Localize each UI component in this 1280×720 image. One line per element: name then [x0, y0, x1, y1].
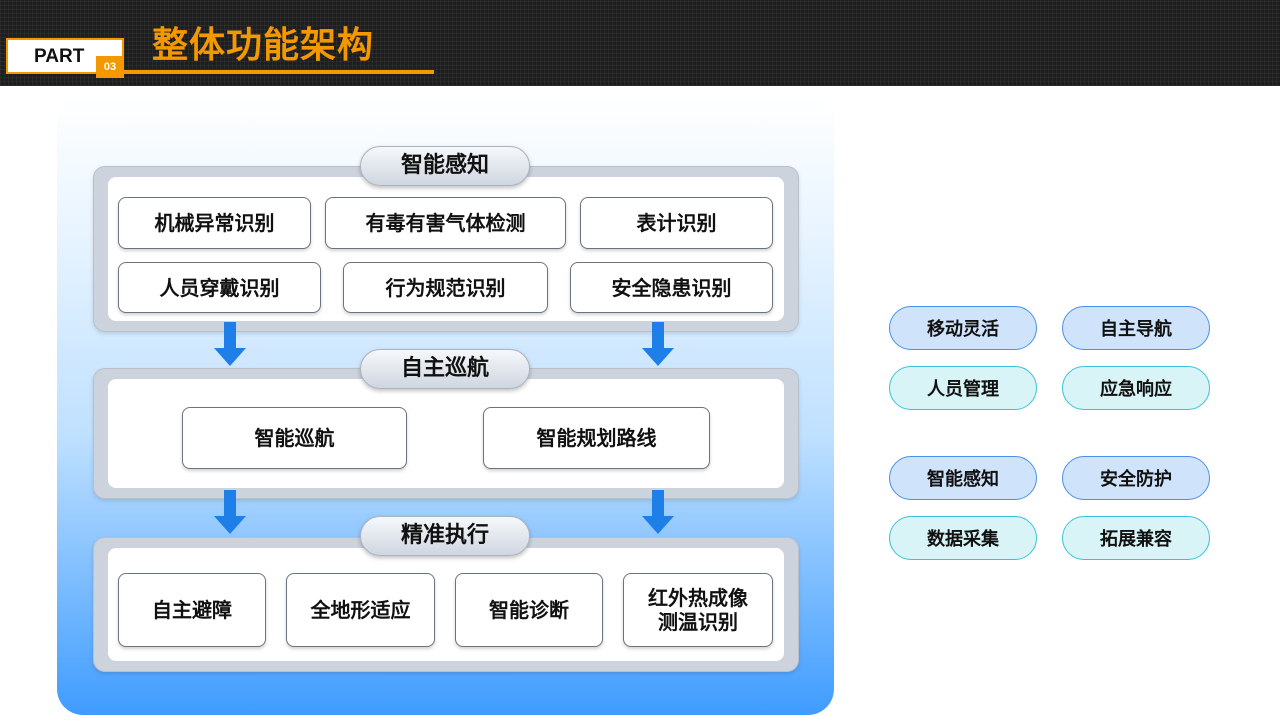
down-arrow-icon [642, 322, 674, 366]
navigation-item: 智能规划路线 [483, 407, 710, 469]
perception-item: 有毒有害气体检测 [325, 197, 566, 249]
execution-item: 自主避障 [118, 573, 266, 647]
feature-pill: 智能感知 [889, 456, 1037, 500]
feature-pill: 数据采集 [889, 516, 1037, 560]
perception-title: 智能感知 [360, 146, 530, 186]
feature-pill: 拓展兼容 [1062, 516, 1210, 560]
title-underline [124, 70, 434, 74]
execution-title: 精准执行 [360, 516, 530, 556]
perception-item: 人员穿戴识别 [118, 262, 321, 313]
feature-pill: 人员管理 [889, 366, 1037, 410]
perception-item: 安全隐患识别 [570, 262, 773, 313]
execution-item: 红外热成像 测温识别 [623, 573, 773, 647]
execution-item: 智能诊断 [455, 573, 603, 647]
perception-item: 机械异常识别 [118, 197, 311, 249]
down-arrow-icon [642, 490, 674, 534]
navigation-title: 自主巡航 [360, 349, 530, 389]
part-number: 03 [96, 56, 124, 78]
part-label: PART [34, 46, 85, 67]
header-bar: PART 03 整体功能架构 [0, 0, 1280, 86]
feature-pill: 移动灵活 [889, 306, 1037, 350]
feature-pill: 安全防护 [1062, 456, 1210, 500]
perception-item: 表计识别 [580, 197, 773, 249]
page-title: 整体功能架构 [152, 25, 375, 66]
feature-pill: 自主导航 [1062, 306, 1210, 350]
down-arrow-icon [214, 490, 246, 534]
perception-item: 行为规范识别 [343, 262, 548, 313]
execution-item: 全地形适应 [286, 573, 435, 647]
down-arrow-icon [214, 322, 246, 366]
part-badge: PART 03 [6, 38, 124, 78]
feature-pill: 应急响应 [1062, 366, 1210, 410]
navigation-item: 智能巡航 [182, 407, 407, 469]
